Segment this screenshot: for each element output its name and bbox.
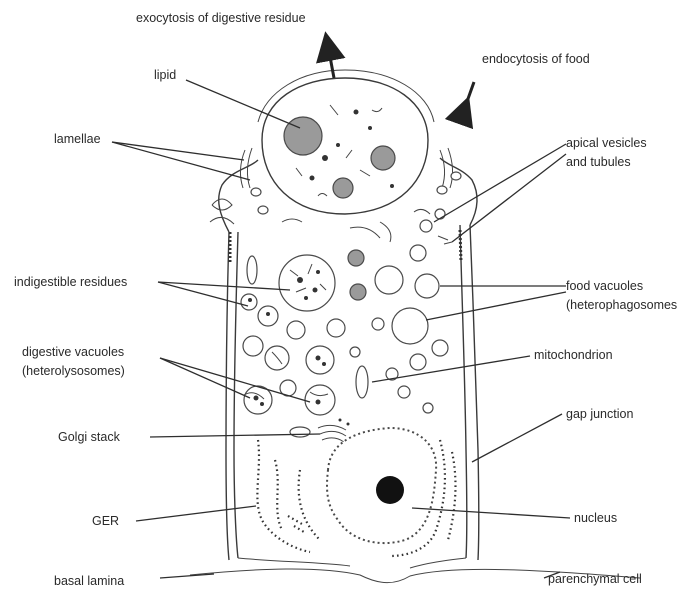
- label-gap-junction: gap junction: [566, 407, 633, 421]
- label-basal-lamina: basal lamina: [54, 574, 124, 588]
- label-apical-vesicles: apical vesicles: [566, 136, 647, 150]
- digestive-vacuoles: [241, 294, 360, 415]
- label-golgi-stack: Golgi stack: [58, 430, 121, 444]
- residue-vacuole: [279, 250, 366, 311]
- label-lamellae: lamellae: [54, 132, 101, 146]
- label-endocytosis: endocytosis of food: [482, 52, 590, 66]
- label-nucleus: nucleus: [574, 511, 617, 525]
- label-apical-tubules: and tubules: [566, 155, 631, 169]
- label-ger: GER: [92, 514, 119, 528]
- apical-exocytosis-vacuole: [258, 70, 434, 214]
- golgi-stack: [318, 419, 350, 443]
- label-heterophagosomes: (heterophagosomes: [566, 298, 677, 312]
- label-food-vacuoles: food vacuoles: [566, 279, 643, 293]
- label-mitochondrion: mitochondrion: [534, 348, 613, 362]
- label-lipid: lipid: [154, 68, 176, 82]
- label-heterolysosomes: (heterolysosomes): [22, 364, 125, 378]
- label-exocytosis: exocytosis of digestive residue: [136, 11, 306, 25]
- label-indigestible-residues: indigestible residues: [14, 275, 127, 289]
- endocytosis-arrow: [464, 82, 474, 110]
- nucleus: [327, 428, 436, 543]
- exocytosis-arrow: [328, 46, 334, 78]
- label-digestive-vacuoles: digestive vacuoles: [22, 345, 124, 359]
- label-parenchymal-cell: parenchymal cell: [548, 572, 642, 586]
- food-vacuoles: [372, 245, 448, 413]
